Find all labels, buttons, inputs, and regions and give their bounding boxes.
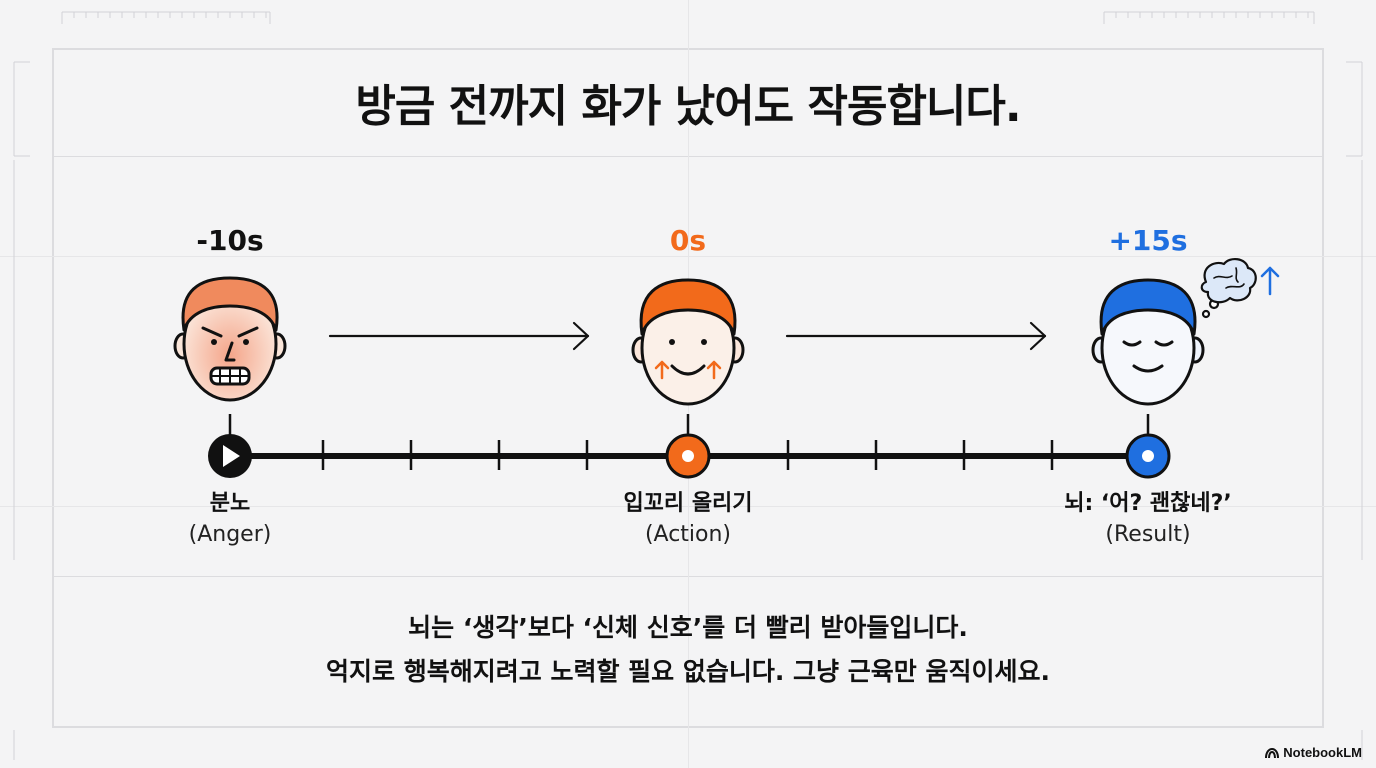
arrow-anger-to-action [328, 321, 590, 351]
stage-anger-ko: 분노 [209, 491, 251, 516]
notebooklm-logo-icon [1265, 747, 1280, 758]
time-label-anger: -10s [196, 224, 264, 257]
brain-thought-up-icon [1200, 258, 1280, 319]
stage-result-ko: 뇌: ‘어? 괜찮네?’ [1064, 491, 1232, 516]
brand-label: NotebookLM [1283, 745, 1362, 760]
stage-anger-en: (Anger) [188, 522, 272, 547]
caption-line-1: 뇌는 ‘생각’보다 ‘신체 신호’를 더 빨리 받아들입니다. [408, 613, 968, 642]
arrow-action-to-result [785, 321, 1047, 351]
stage-action-en: (Action) [644, 522, 732, 547]
caption-line-2: 억지로 행복해지려고 노력할 필요 없습니다. 그냥 근육만 움직이세요. [326, 657, 1050, 686]
right-ruler [1346, 61, 1363, 760]
timeline-diagram [173, 258, 1280, 479]
timeline-ticks [321, 440, 1054, 470]
stage-result-en: (Result) [1105, 522, 1191, 547]
stage-label-anger: 분노 (Anger) [80, 488, 380, 550]
left-ruler [13, 61, 30, 760]
frame-right-line [1322, 48, 1324, 728]
caption: 뇌는 ‘생각’보다 ‘신체 신호’를 더 빨리 받아들입니다. 억지로 행복해지… [0, 606, 1376, 694]
brand-watermark: NotebookLM [1265, 745, 1362, 760]
stage-label-result: 뇌: ‘어? 괜찮네?’ (Result) [998, 488, 1298, 550]
stage-action-ko: 입꼬리 올리기 [623, 491, 753, 516]
dot-icon-result [1125, 433, 1171, 479]
time-label-action: 0s [669, 224, 707, 257]
stage-label-action: 입꼬리 올리기 (Action) [538, 488, 838, 550]
top-ruler [61, 11, 1315, 24]
dot-icon-action [665, 433, 711, 479]
time-label-result: +15s [1108, 224, 1188, 257]
play-icon [208, 434, 252, 478]
angry-face-icon [173, 276, 287, 402]
calm-face-icon [1091, 278, 1205, 406]
frame-left-line [52, 48, 54, 728]
page-title: 방금 전까지 화가 났어도 작동합니다. [355, 81, 1021, 132]
smiling-face-icon [631, 278, 745, 406]
